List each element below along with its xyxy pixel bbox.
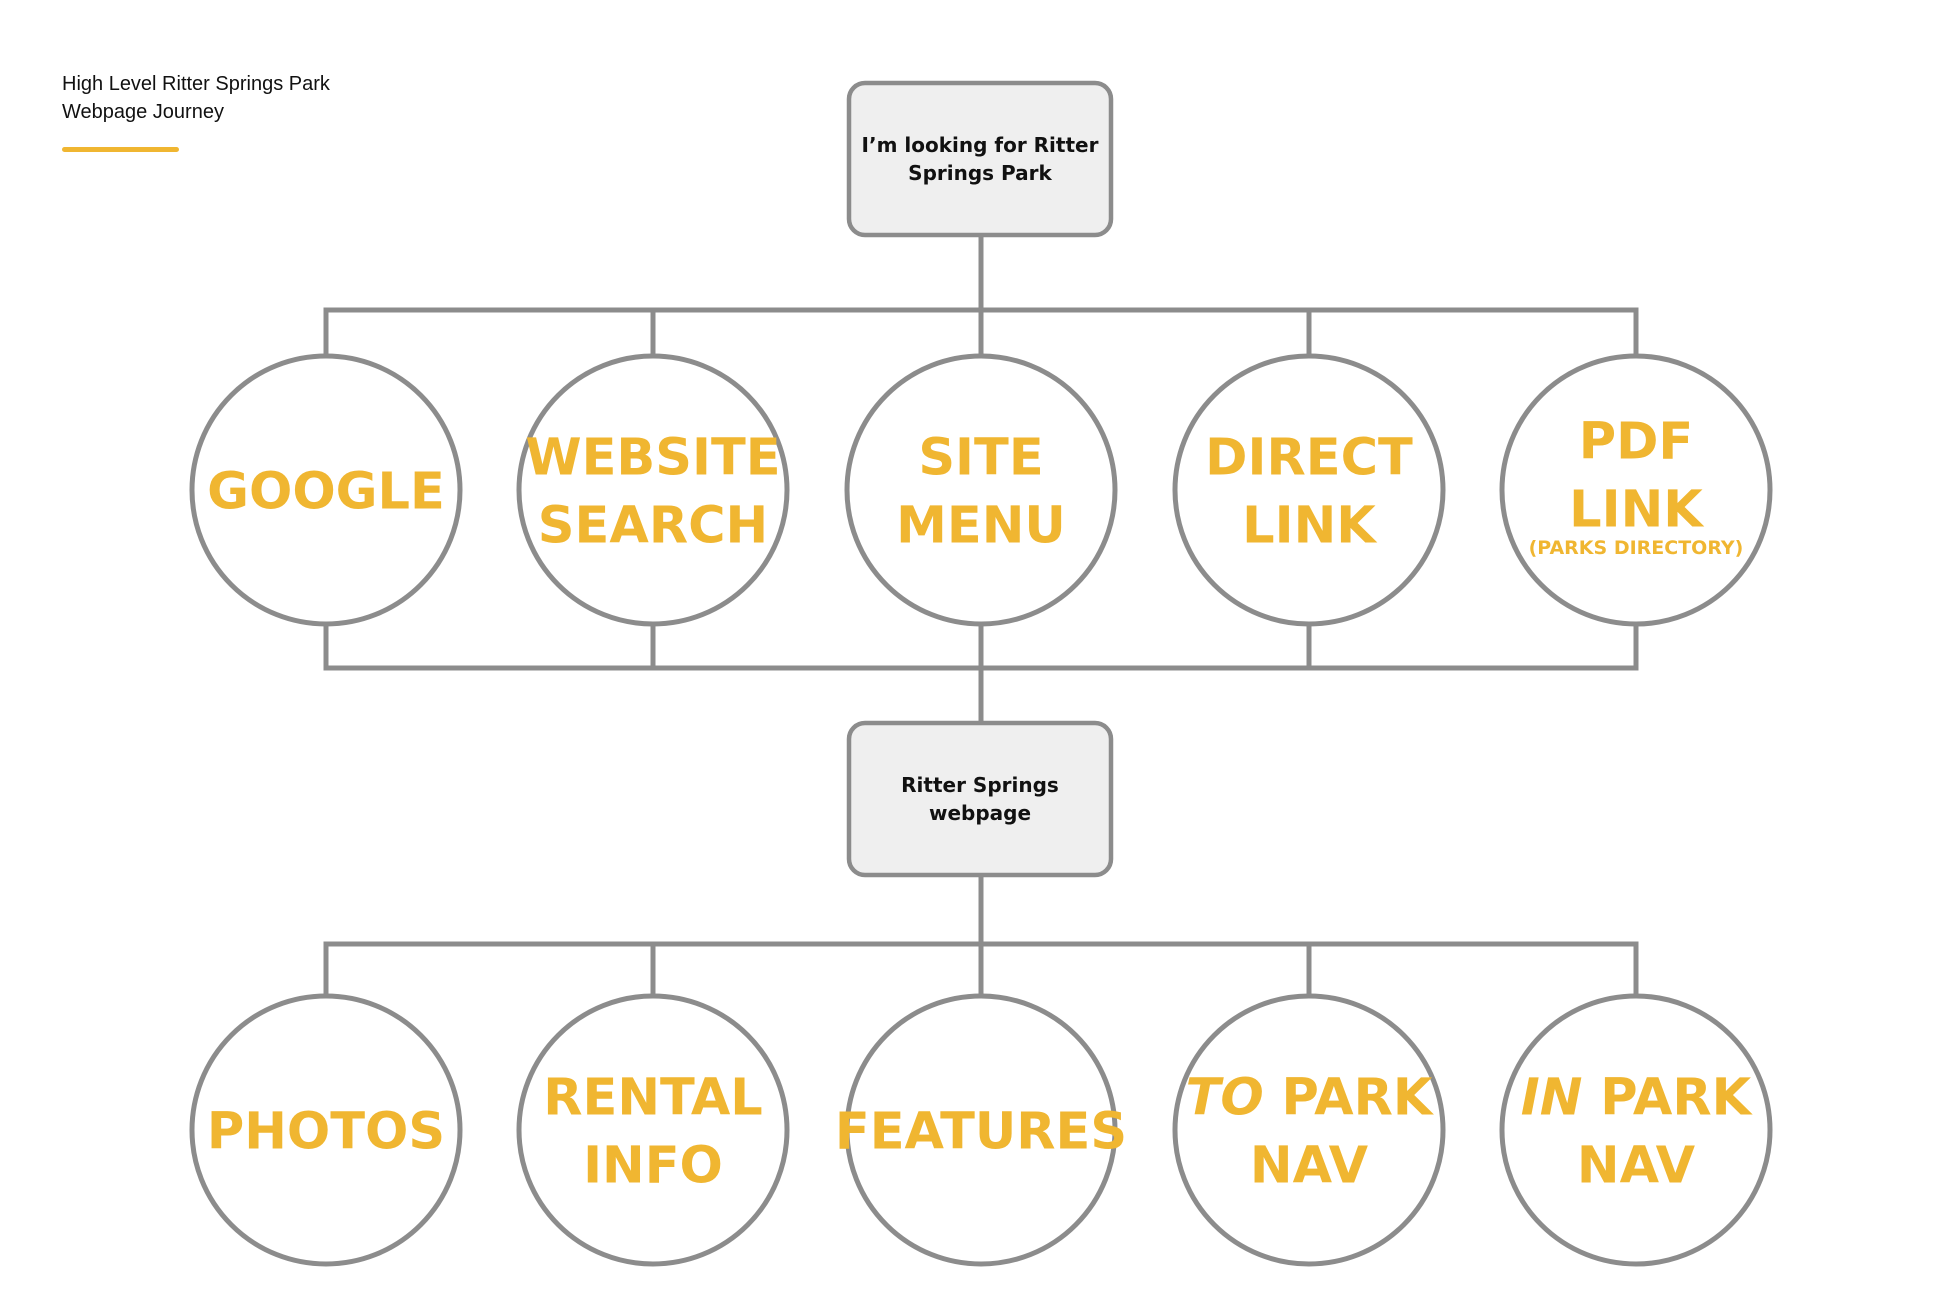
page-title-line-2: Webpage Journey <box>62 101 224 123</box>
entry-circle-pdf-link <box>1499 353 1773 627</box>
top-box-label: I’m looking for Ritter <box>862 133 1099 157</box>
page-title-line-1: High Level Ritter Springs Park <box>62 73 330 95</box>
section-label-to-park-nav: NAV <box>1250 1136 1369 1195</box>
middle-box-label: Ritter Springs <box>901 773 1059 797</box>
entry-label-site-menu: SITE <box>918 428 1043 487</box>
section-circle-features <box>844 993 1118 1267</box>
entry-label-google: GOOGLE <box>207 462 445 521</box>
section-label-features: FEATURES <box>835 1102 1127 1161</box>
section-circle-photos <box>189 993 463 1267</box>
section-label-rental-info: INFO <box>583 1136 723 1195</box>
top-box <box>846 80 1114 238</box>
section-label-rental-info: RENTAL <box>543 1068 763 1127</box>
section-circle-to-park-nav <box>1172 993 1446 1267</box>
section-circle-rental-info <box>516 993 790 1267</box>
entry-circle-website-search <box>516 353 790 627</box>
section-label-photos: PHOTOS <box>207 1102 445 1161</box>
entry-label-direct-link: DIRECT <box>1205 428 1413 487</box>
entry-circle-site-menu <box>844 353 1118 627</box>
title-underline <box>62 147 179 152</box>
section-label-to-park-nav: TO PARK <box>1186 1068 1435 1127</box>
page-title: High Level Ritter Springs Park Webpage J… <box>62 70 330 126</box>
entry-circle-direct-link <box>1172 353 1446 627</box>
entry-label-direct-link: LINK <box>1242 496 1378 555</box>
middle-box <box>846 720 1114 878</box>
top-box-label: Springs Park <box>908 161 1052 185</box>
section-label-in-park-nav: IN PARK <box>1521 1068 1754 1127</box>
entry-label-site-menu: MENU <box>896 496 1066 555</box>
entry-label-pdf-link: PDF <box>1579 412 1694 471</box>
section-label-in-park-nav: NAV <box>1577 1136 1696 1195</box>
entry-circle-google <box>189 353 463 627</box>
entry-label-pdf-link: LINK <box>1569 480 1705 539</box>
entry-label-website-search: SEARCH <box>538 496 768 555</box>
entry-note-pdf-link: (PARKS DIRECTORY) <box>1529 537 1744 559</box>
section-circle-in-park-nav <box>1499 993 1773 1267</box>
entry-label-website-search: WEBSITE <box>525 428 780 487</box>
middle-box-label: webpage <box>929 801 1031 825</box>
